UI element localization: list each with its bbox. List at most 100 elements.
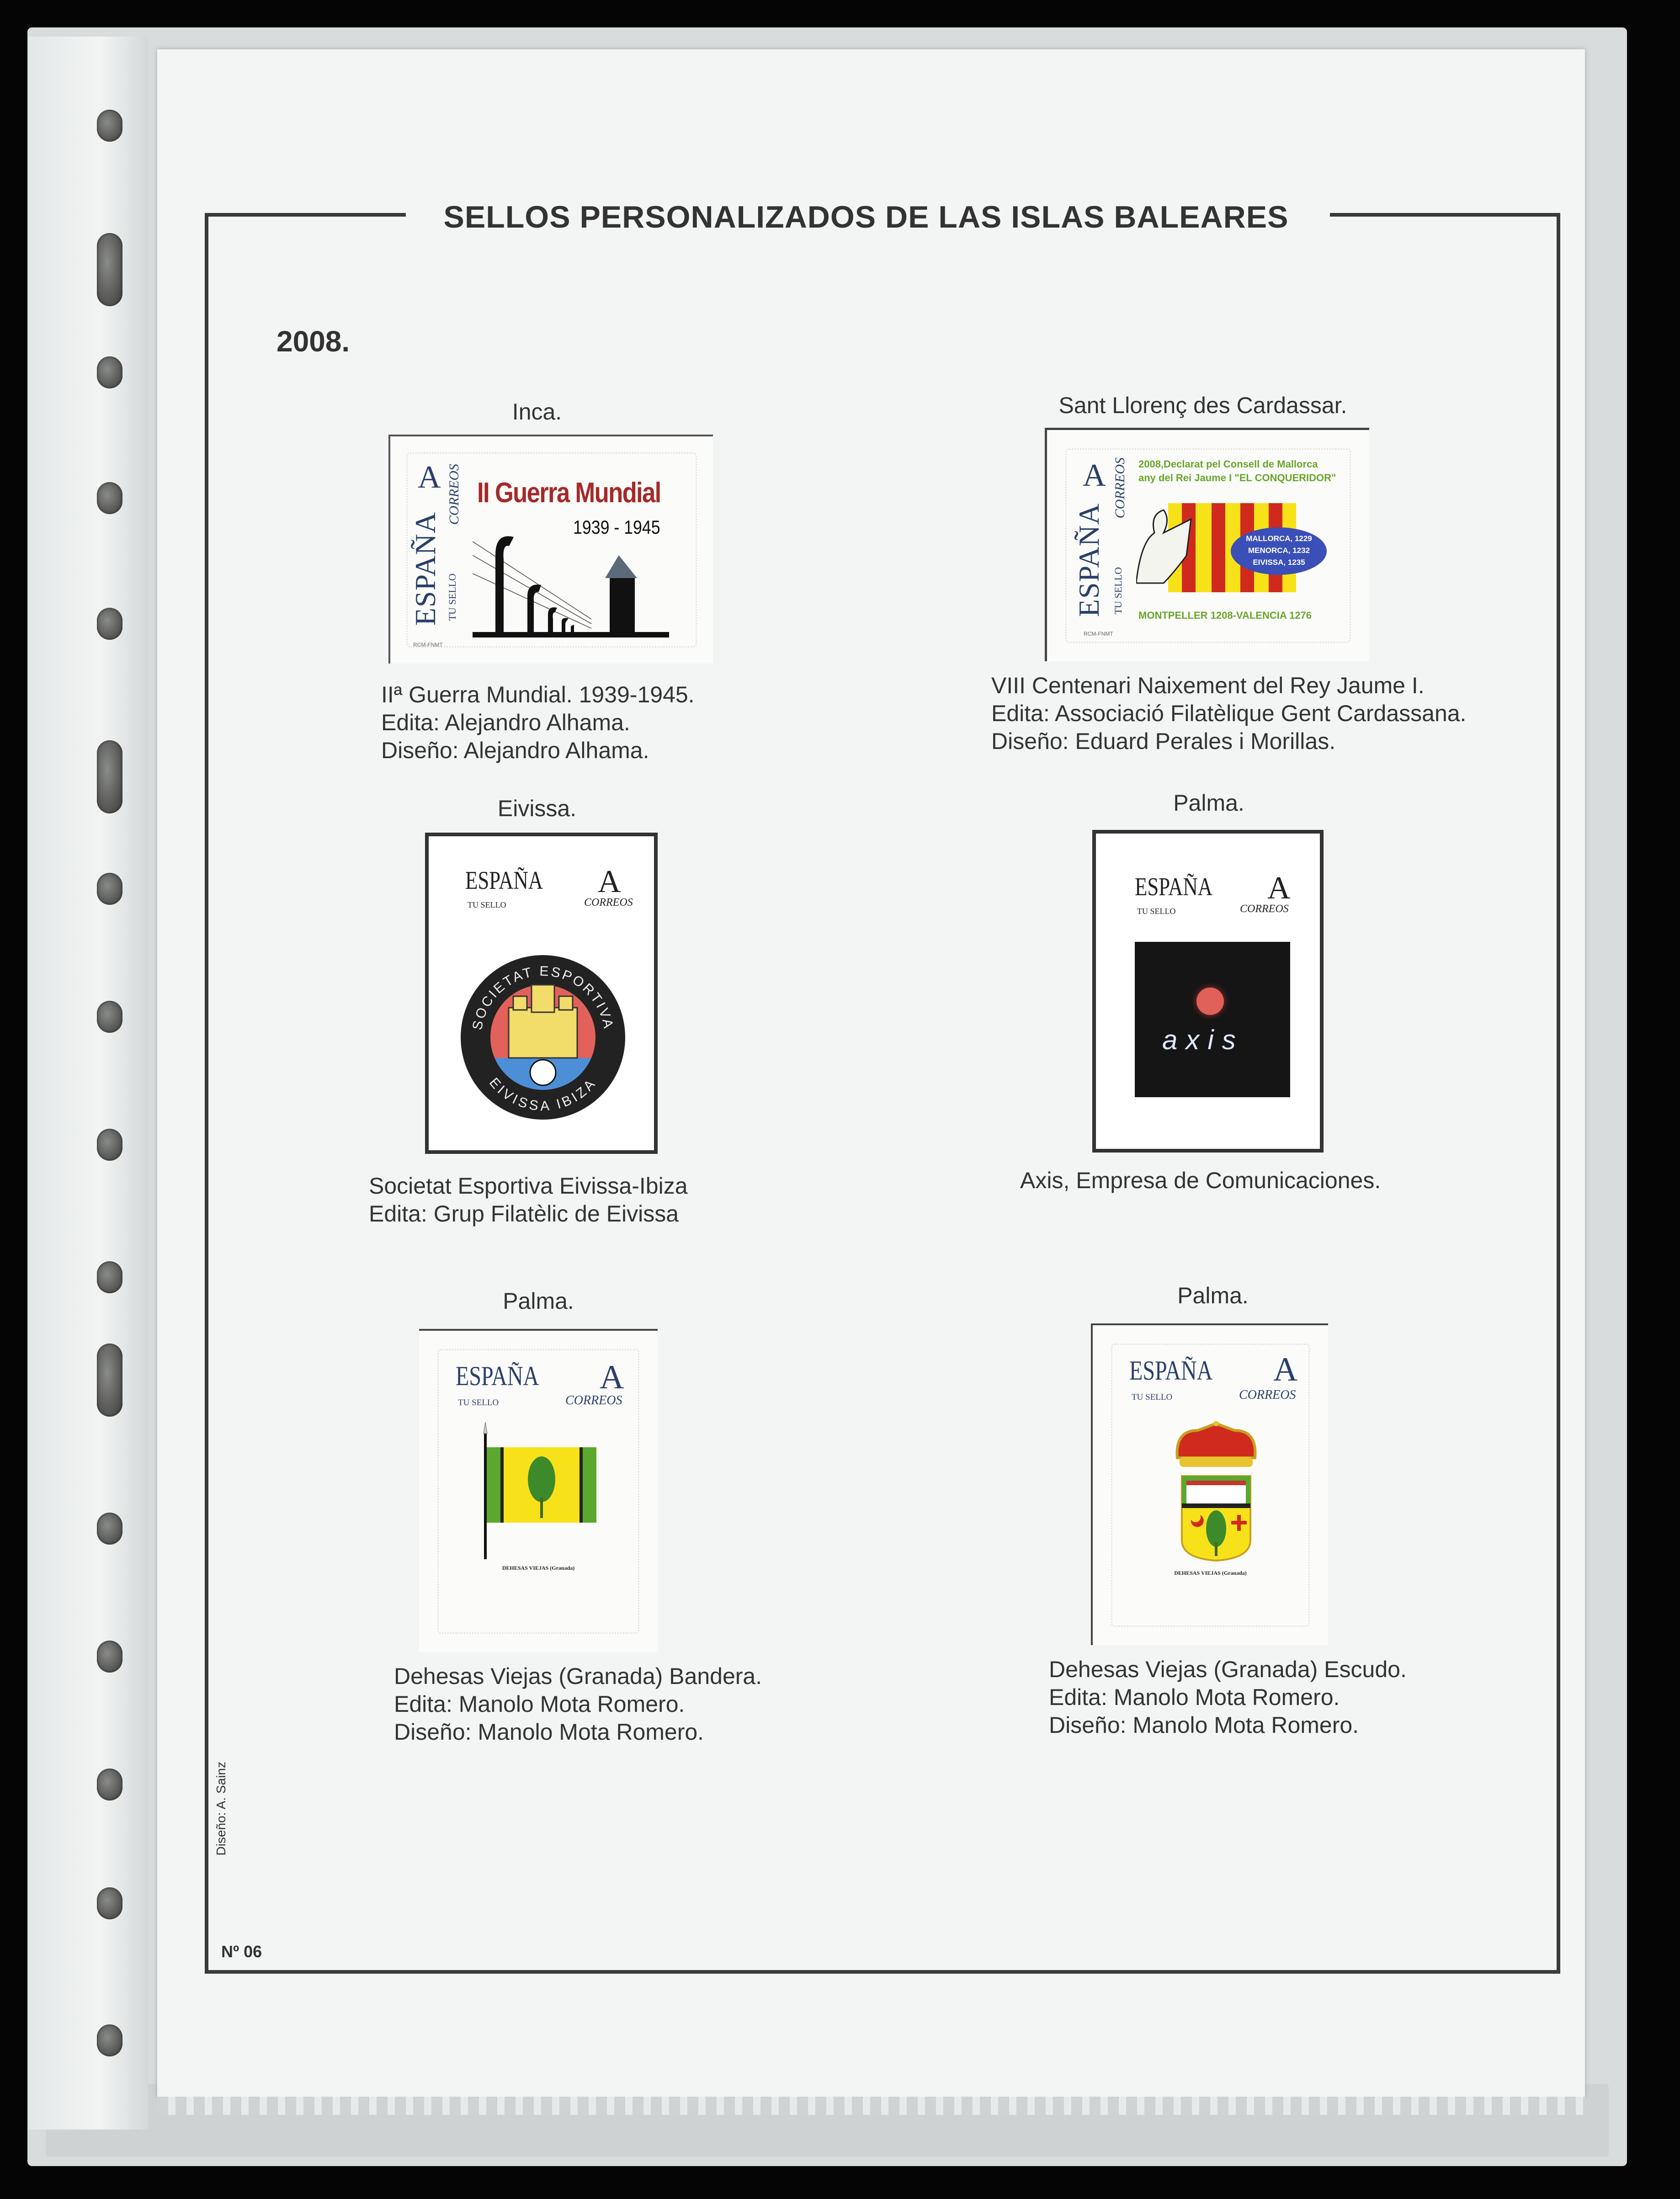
stamp-series: TU SELLO [1112,567,1124,615]
stamp-country: ESPAÑA [1135,873,1213,901]
stamp-location-label: Sant Llorenç des Cardassar. [1058,393,1347,418]
stamp-country: ESPAÑA [1073,503,1105,617]
stamp-location-label: Palma. [1177,1283,1249,1308]
stamp-value: A [1267,871,1291,906]
caption-line: Edita: Manolo Mota Romero. [1049,1684,1340,1710]
oval-line: MENORCA, 1232 [1248,546,1310,555]
coat-of-arms-illustration [1175,1421,1257,1562]
stamp-postal: CORREOS [447,464,462,525]
punch-hole [97,1261,122,1293]
stamp-design-title: II Guerra Mundial [477,477,661,509]
sleeve-perforation-edge [157,2097,1585,2115]
stamp-design-bottom: MONTPELLER 1208-VALENCIA 1276 [1138,610,1312,621]
album-page [157,49,1585,2097]
frame-top-right [1330,213,1560,217]
designer-credit: Diseño: A. Sainz [214,1762,228,1856]
stamp-value: A [1273,1351,1298,1388]
design-line: 2008,Declarat pel Consell de Mallorca [1138,458,1318,470]
punch-hole [97,740,122,813]
caption-line: Dehesas Viejas (Granada) Escudo. [1049,1657,1407,1682]
caption-line: Edita: Associació Filatèlique Gent Carda… [991,701,1467,726]
caption-line: Diseño: Manolo Mota Romero. [1049,1712,1359,1738]
camp-fence-illustration [473,536,669,637]
oval-text: MALLORCA, 1229 MENORCA, 1232 EIVISSA, 12… [1230,533,1328,568]
stamp-value: A [600,1359,624,1396]
stamp-postal: CORREOS [565,1393,622,1408]
punch-hole [97,2024,122,2056]
caption-line: Edita: Grup Filatèlic de Eivissa [369,1201,679,1227]
punch-hole [97,873,122,905]
stamp-value: A [1083,458,1106,493]
page-title: SELLOS PERSONALIZADOS DE LAS ISLAS BALEA… [411,199,1321,235]
stamp-caption: Societat Esportiva Eivissa-Ibiza Edita: … [369,1172,688,1228]
punch-hole [97,1887,122,1919]
stamp-design-years: 1939 - 1945 [573,516,660,538]
stamp-series: TU SELLO [1132,1392,1173,1402]
stamp-se-eivissa: ESPAÑA A TU SELLO CORREOS SOCIETAT ESPOR… [425,833,658,1154]
punch-hole [97,482,122,514]
stamp-caption: VIII Centenari Naixement del Rey Jaume I… [991,672,1466,755]
stamp-value: A [418,460,441,495]
stamp-postal: CORREOS [1239,1388,1296,1402]
stamp-design-label: DEHESAS VIEJAS (Granada) [502,1565,575,1571]
stamp-printer: RCM-FNMT [1084,631,1113,637]
islands-oval [1231,527,1327,575]
stamp-location-label: Palma. [1173,790,1244,816]
stamp-axis: ESPAÑA A TU SELLO CORREOS axis [1092,830,1324,1153]
caption-line: Diseño: Eduard Perales i Morillas. [991,728,1336,754]
stamp-design-text: 2008,Declarat pel Consell de Mallorca an… [1138,457,1336,485]
red-sun-icon [1196,988,1224,1015]
punch-hole [97,1641,122,1673]
punch-hole [97,1001,122,1033]
stamp-series: TU SELLO [1137,907,1176,916]
stamp-dehesas-escudo: ESPAÑA A TU SELLO CORREOS DEHESAS VIEJAS… [1091,1323,1328,1645]
axis-logo-panel: axis [1135,942,1290,1097]
stamp-country: ESPAÑA [456,1361,539,1391]
stamp-series: TU SELLO [447,574,458,621]
stamp-value: A [598,864,621,899]
caption-line: VIII Centenari Naixement del Rey Jaume I… [991,673,1425,698]
frame-top-left [205,213,406,217]
stamp-series: TU SELLO [458,1398,499,1408]
punch-hole [97,1129,122,1161]
stamp-printer: RCM-FNMT [413,642,443,648]
stamp-location-label: Palma. [503,1288,574,1314]
caption-line: Diseño: Manolo Mota Romero. [394,1719,704,1745]
stamp-caption: IIª Guerra Mundial. 1939-1945. Edita: Al… [381,681,695,765]
punch-hole [97,1513,122,1545]
stamp-dehesas-bandera: ESPAÑA A TU SELLO CORREOS DEHESAS VIEJAS… [419,1329,658,1652]
stamp-design-label: DEHESAS VIEJAS (Granada) [1174,1570,1247,1576]
punch-hole [97,233,122,306]
oval-line: MALLORCA, 1229 [1246,534,1312,543]
punched-binding-strip [28,37,148,2130]
axis-logo-text: axis [1162,1025,1244,1055]
punch-hole [97,608,122,640]
stamp-country: ESPAÑA [465,866,543,895]
punch-hole [97,1769,122,1801]
stamp-location-label: Eivissa. [497,796,577,821]
caption-line: Diseño: Alejandro Alhama. [381,738,649,763]
punch-hole [97,356,122,388]
year-heading: 2008. [276,325,350,358]
stamp-postal: CORREOS [1112,457,1127,519]
caption-line: Edita: Manolo Mota Romero. [394,1691,685,1717]
punch-hole [97,1344,122,1417]
caption-line: Axis, Empresa de Comunicaciones. [1020,1168,1381,1193]
stamp-caption: Dehesas Viejas (Granada) Bandera. Edita:… [394,1663,762,1746]
punch-hole [97,110,122,142]
stamp-postal: CORREOS [584,897,633,908]
stamp-caption: Axis, Empresa de Comunicaciones. [1020,1167,1381,1195]
oval-line: EIVISSA, 1235 [1253,558,1305,567]
stamp-jaume-i: A ESPAÑA CORREOS TU SELLO 2008,Declarat … [1045,428,1369,661]
page-number: Nº 06 [221,1942,262,1961]
flag-illustration [483,1422,596,1559]
caption-line: Societat Esportiva Eivissa-Ibiza [369,1173,688,1199]
stamp-location-label: Inca. [512,399,562,425]
stamp-caption: Dehesas Viejas (Granada) Escudo. Edita: … [1049,1656,1407,1739]
stamp-postal: CORREOS [1240,903,1289,915]
club-emblem: SOCIETAT ESPORTIVA EIVISSA IBIZA [461,955,625,1120]
caption-line: Edita: Alejandro Alhama. [381,710,630,735]
stamp-country: ESPAÑA [409,512,441,626]
stamp-country: ESPAÑA [1129,1355,1213,1386]
stamp-ww2: A ESPAÑA CORREOS TU SELLO II Guerra Mund… [388,435,713,664]
